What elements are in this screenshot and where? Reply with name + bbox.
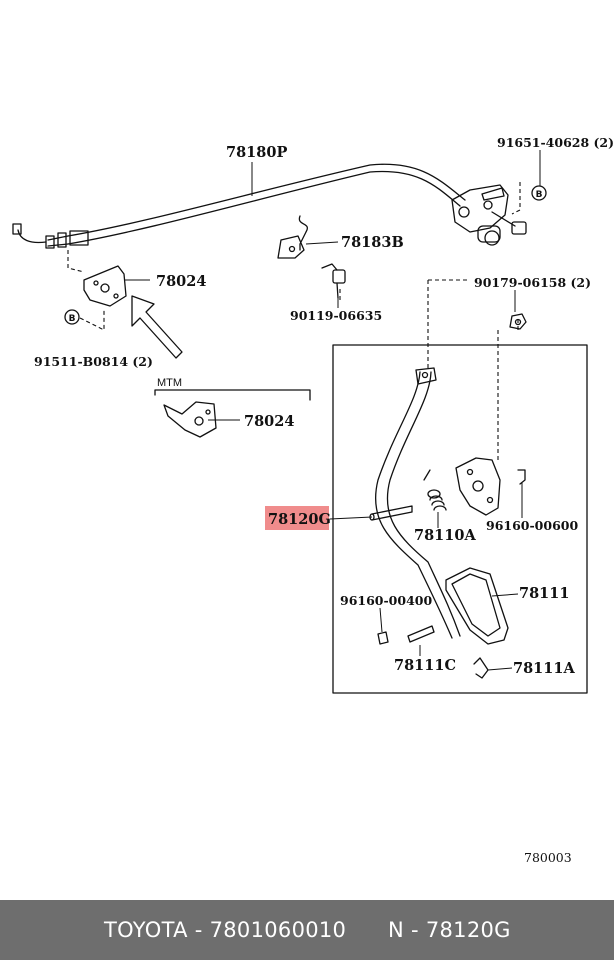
label-bolt-clamp: 90119-06635 [290,308,382,323]
callout-b-top [531,185,547,201]
callout-b-top-letter: B [536,190,543,200]
install-arrow [131,295,183,359]
solid-leaders [124,150,541,671]
label-mtm: MTM [157,377,182,389]
bracket-left [83,265,127,307]
label-pin-lower: 96160-00400 [340,593,432,608]
label-pad: 78111 [519,585,569,602]
pedal-arm [374,367,461,639]
parts-diagram: 78180P 91651-40628 (2) 78183B 78024 9011… [12,135,614,865]
pedal-pad [445,567,509,645]
bolt-clamp [321,263,346,299]
arm-pin [369,505,413,521]
label-pad-clip: 78111A [513,660,575,677]
label-bracket-mtm: 78024 [244,413,294,430]
diagram-id: 780003 [524,850,572,865]
cable-assembly [12,163,466,249]
cable-end-bracket [451,184,527,246]
bracket-mtm [154,389,311,438]
label-bolt-top-right: 91651-40628 (2) [497,135,614,150]
pad-pin [407,625,435,643]
pin-lower [377,631,389,645]
label-pin-upper: 96160-00600 [486,518,578,533]
label-pedal-assembly: 78120G [268,511,331,528]
pedal-support-bracket [455,457,526,516]
label-bolt-left: 91511-B0814 (2) [34,354,153,369]
label-clamp: 78183B [341,234,404,251]
label-pad-pin: 78111C [394,657,456,674]
label-bracket-left: 78024 [156,273,206,290]
pad-clip [473,657,489,679]
callout-b-left-letter: B [69,314,76,324]
label-nut-right: 90179-06158 (2) [474,275,591,290]
cable-clamp [277,215,308,259]
return-spring [423,469,447,511]
dashed-leaders [67,182,521,460]
footer-part-number: TOYOTA - 7801060010 [104,918,347,942]
footer-reference: N - 78120G [388,918,511,942]
label-cable-assembly: 78180P [226,144,287,161]
highlight-box [265,506,329,530]
callout-b-left [64,309,80,325]
label-spring: 78110A [414,527,476,544]
footer-bar: TOYOTA - 7801060010 N - 78120G [0,900,614,960]
